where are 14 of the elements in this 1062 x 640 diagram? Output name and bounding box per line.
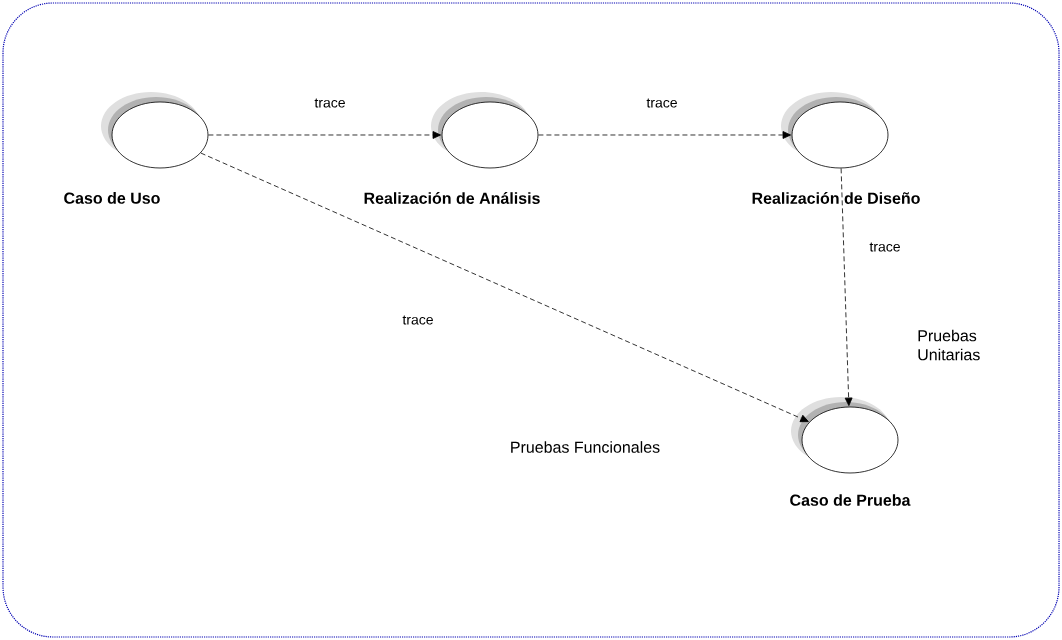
arrow xyxy=(208,131,441,139)
node-label: Realización de Análisis xyxy=(364,192,540,204)
arrow xyxy=(200,152,809,423)
arrow xyxy=(538,131,792,139)
edge-label: trace xyxy=(868,241,902,253)
node-label: Caso de Prueba xyxy=(790,494,911,506)
note-text: Pruebas Unitarias xyxy=(918,329,980,361)
arrow xyxy=(840,168,853,406)
node-label: Realización de Diseño xyxy=(752,192,920,204)
edge-label: trace xyxy=(313,97,347,109)
edge-label: trace xyxy=(645,97,679,109)
node-label: Caso de Uso xyxy=(64,192,160,204)
note-text: Pruebas Funcionales xyxy=(511,441,660,453)
edge-label: trace xyxy=(401,314,435,326)
